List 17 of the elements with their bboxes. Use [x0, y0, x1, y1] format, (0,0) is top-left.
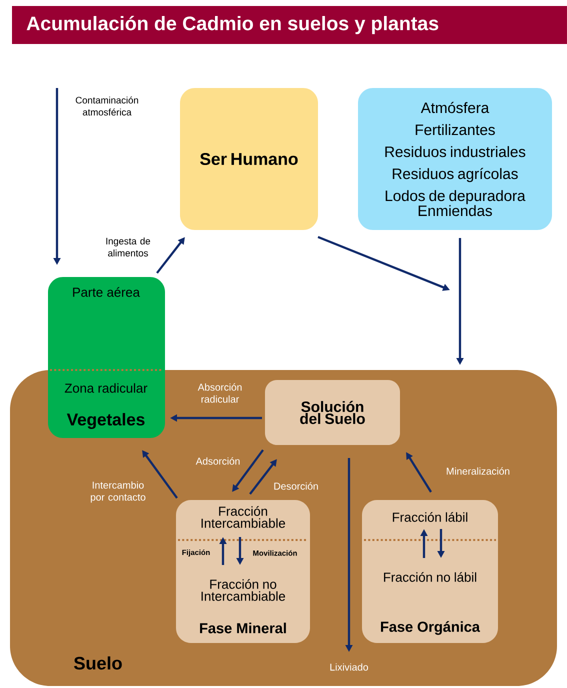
edge-label: Intercambio por contacto — [90, 481, 146, 503]
fraction-label: Fracción no lábil — [384, 572, 476, 582]
leaching-label: Lixiviado — [330, 663, 368, 671]
edge-label: Desorción — [274, 482, 318, 490]
edge-label: Mineralización — [446, 467, 510, 475]
edge-label: Adsorción — [196, 457, 240, 465]
edge-label: Ingesta de alimentos — [106, 238, 150, 256]
human-box: Ser Humano — [180, 88, 318, 230]
fraction-label: Fracción lábil — [392, 512, 468, 522]
edge-label: Contaminación atmosférica — [76, 96, 138, 116]
fraction-label: Fracción no Intercambiable — [202, 579, 286, 601]
fraction-label: Fracción Intercambiable — [202, 506, 286, 528]
edge-label: Absorción radicular — [198, 383, 242, 403]
sources-box: Atmósfera Fertilizantes Residuos industriales Residuos agrícolas Lodos de depuradora Enmiendas — [358, 88, 552, 230]
solution-box: Solución del Suelo — [265, 380, 400, 445]
title-bar: Acumulación de Cadmio en suelos y plantas — [12, 6, 567, 44]
plant-box: Parte aérea Zona radicular Vegetales — [48, 277, 165, 438]
